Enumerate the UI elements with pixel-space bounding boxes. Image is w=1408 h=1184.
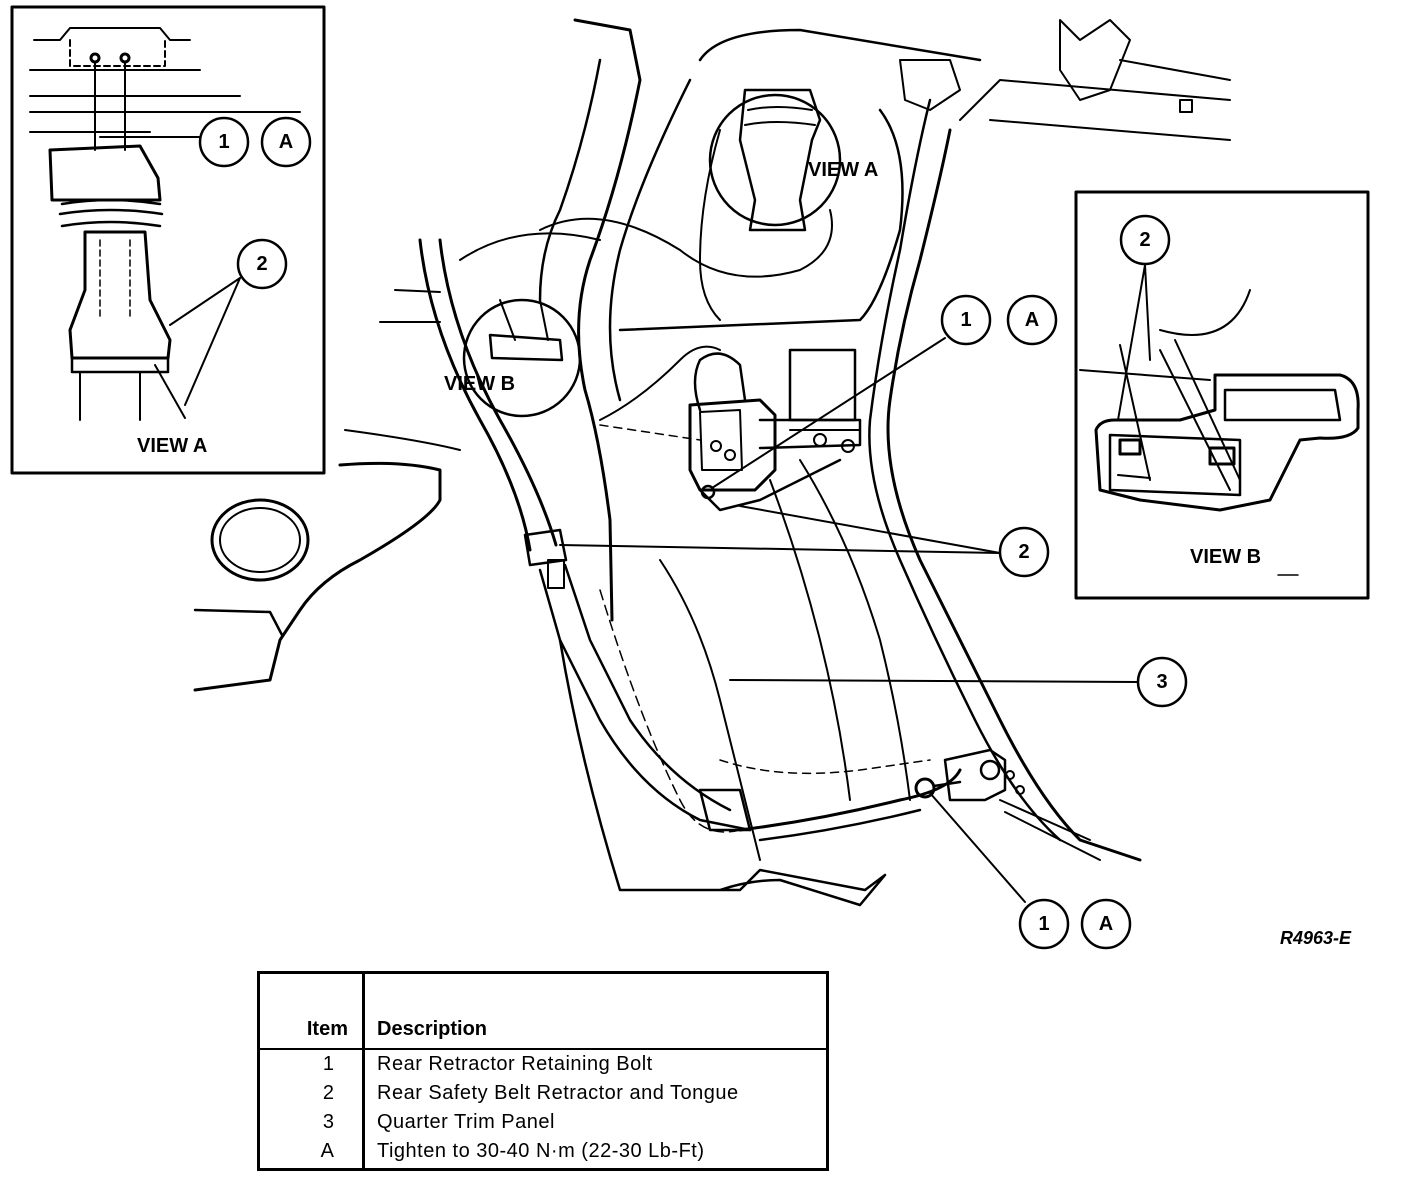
figure-id: R4963-E xyxy=(1280,928,1352,948)
legend-item: A xyxy=(258,1137,365,1170)
callout-main-1-upper: 1 xyxy=(960,309,971,331)
legend-row: 2 Rear Safety Belt Retractor and Tongue xyxy=(258,1079,828,1108)
legend-row: A Tighten to 30-40 N·m (22-30 Lb-Ft) xyxy=(258,1137,828,1170)
legend-item: 1 xyxy=(258,1049,365,1079)
callout-inset-a-2: 2 xyxy=(256,253,267,275)
legend-description: Rear Retractor Retaining Bolt xyxy=(377,1053,653,1075)
main-view-a-label: VIEW A xyxy=(808,159,878,181)
callout-circles xyxy=(198,116,1188,950)
legend-row: 1 Rear Retractor Retaining Bolt xyxy=(258,1049,828,1079)
legend-description: Quarter Trim Panel xyxy=(377,1111,555,1133)
callout-main-1-lower: 1 xyxy=(1038,913,1049,935)
legend-header-description: Description xyxy=(363,972,828,1050)
callout-inset-a-1: 1 xyxy=(218,131,229,153)
quarter-panel-illustration xyxy=(193,18,1231,907)
legend-table: Item Description 1 Rear Retractor Retain… xyxy=(257,971,829,1171)
view-a-caption: VIEW A xyxy=(137,435,207,457)
legend-item: 3 xyxy=(258,1108,365,1137)
callout-inset-a-A: A xyxy=(279,131,293,153)
view-b-inset xyxy=(1074,190,1370,600)
callout-main-A-upper: A xyxy=(1025,309,1039,331)
callout-main-A-lower: A xyxy=(1099,913,1113,935)
legend-description: Rear Safety Belt Retractor and Tongue xyxy=(377,1082,739,1104)
callout-main-3: 3 xyxy=(1156,671,1167,693)
legend-description: Tighten to 30-40 N·m (22-30 Lb-Ft) xyxy=(377,1140,705,1162)
main-view-b-label: VIEW B xyxy=(444,373,515,395)
legend-item: 2 xyxy=(258,1079,365,1108)
view-b-caption: VIEW B xyxy=(1190,546,1261,568)
view-a-inset xyxy=(10,5,326,475)
legend-row: 3 Quarter Trim Panel xyxy=(258,1108,828,1137)
callout-main-2: 2 xyxy=(1018,541,1029,563)
legend-header-item: Item xyxy=(258,972,365,1050)
callout-inset-b-2: 2 xyxy=(1139,229,1150,251)
legend-header-row: Item Description xyxy=(258,972,828,1050)
